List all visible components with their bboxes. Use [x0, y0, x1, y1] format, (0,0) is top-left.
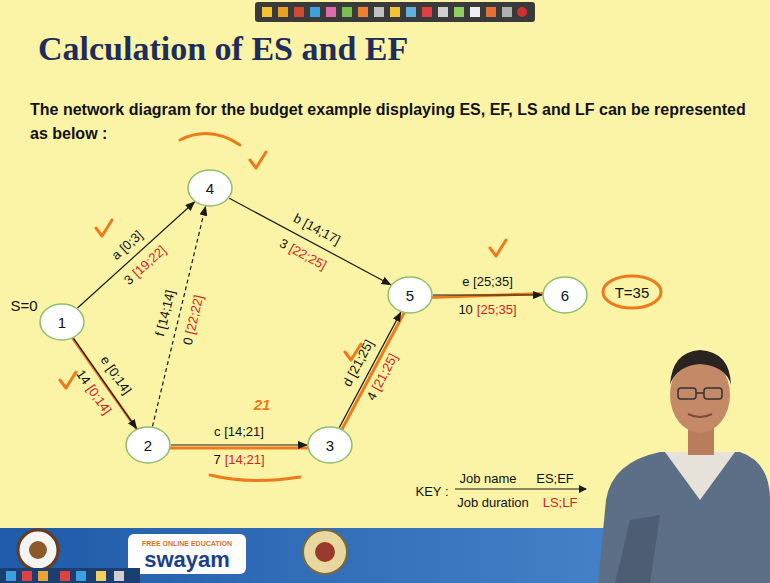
slide-title: Calculation of ES and EF [38, 30, 408, 68]
node-number: 5 [406, 287, 414, 304]
duration-line: 7 [14;21] [214, 452, 265, 467]
logo-word: swayam [144, 547, 230, 573]
activity-duration: 0 [179, 336, 195, 347]
duration-line: 10 [25;35] [458, 302, 516, 317]
late-times: [22;25] [287, 241, 329, 273]
late-times: [14;21] [225, 452, 265, 467]
event-node: 4 [187, 169, 233, 207]
node-number: 4 [206, 180, 214, 197]
end-time: T=35 [615, 284, 650, 301]
logo-tagline: FREE ONLINE EDUCATION [142, 540, 232, 547]
node-number: 6 [561, 287, 569, 304]
key-job-duration: Job duration [457, 495, 529, 510]
duration-line: 3[22;25] [277, 235, 329, 272]
key-es-ef: ES;EF [536, 471, 574, 486]
key-ls-lf: LS;LF [543, 495, 578, 510]
pen-annotation [60, 134, 661, 481]
activity-label: e [0;14] [98, 353, 135, 397]
activity-label: f [14;14] [153, 289, 179, 338]
pen-toolbar [255, 2, 535, 22]
node-number: 1 [58, 314, 66, 331]
event-node: 6 [542, 276, 588, 314]
duration-line: 0[22;22] [179, 293, 206, 346]
activity-arrow [433, 294, 542, 295]
presenter-figure [598, 350, 770, 583]
activity-duration: 14 [73, 366, 94, 386]
late-times: [25;35] [477, 302, 517, 317]
activity-label: c [14;21] [214, 424, 264, 439]
late-times: [0;14] [83, 381, 114, 416]
intro-text: The network diagram for the budget examp… [30, 98, 750, 146]
node-number: 2 [144, 437, 152, 454]
late-times: [19;22] [130, 243, 170, 281]
activity-duration: 10 [458, 302, 472, 317]
activity-arrow [74, 338, 137, 428]
key-heading: KEY : [415, 484, 448, 499]
late-times: [22;22] [182, 293, 206, 335]
key-arrow [455, 488, 586, 489]
activity-label: a [0;3] [108, 227, 145, 262]
event-node: 1 [39, 303, 85, 341]
key-job-name: Job name [459, 471, 516, 486]
event-node: 3 [307, 426, 353, 464]
node-number: 3 [326, 437, 334, 454]
activity-duration: 7 [214, 452, 221, 467]
activity-arrow [339, 312, 400, 427]
event-node: 2 [125, 426, 171, 464]
activity-arrow [229, 198, 390, 284]
handwritten-note: 21 [254, 396, 271, 413]
dummy-activity-arrow [152, 207, 205, 427]
activity-arrow [171, 444, 307, 445]
activity-label: e [25;35] [462, 274, 513, 289]
event-node: 5 [387, 276, 433, 314]
start-time: S=0 [10, 297, 37, 314]
